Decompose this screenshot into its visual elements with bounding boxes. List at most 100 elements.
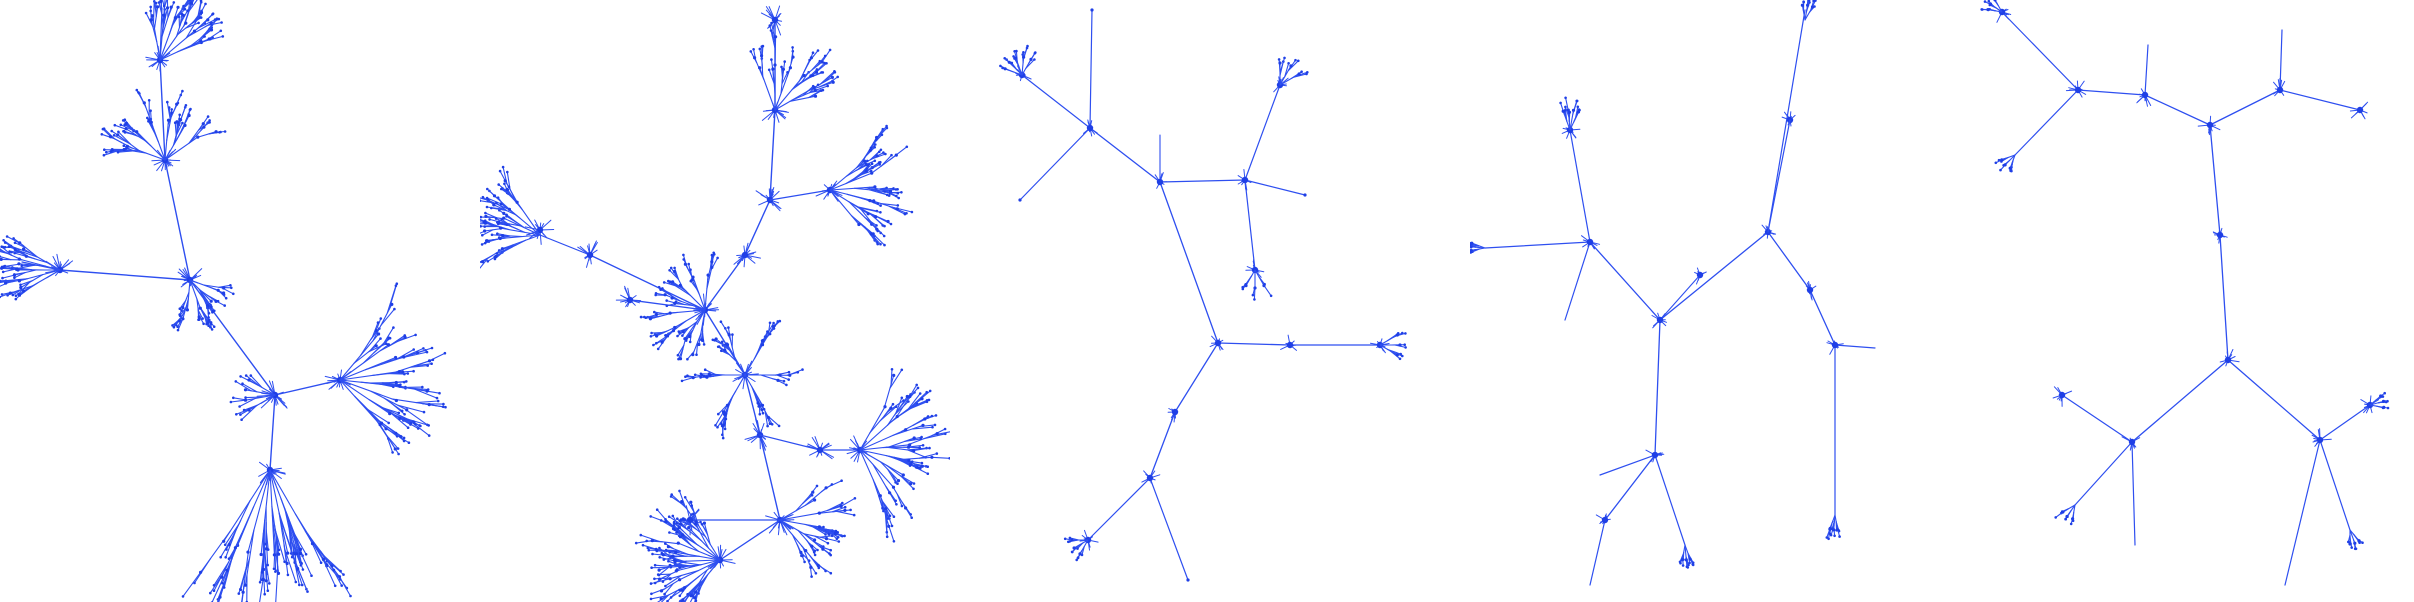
tree-node	[214, 130, 218, 134]
tree-node	[1679, 561, 1682, 565]
tree-node	[686, 516, 694, 524]
tree-edge	[204, 299, 212, 308]
tree-node	[688, 334, 692, 339]
tree-node	[0, 257, 3, 261]
tree-edge	[2014, 89, 2079, 156]
tree-node	[398, 384, 402, 388]
tree-edge	[867, 143, 876, 155]
tree-edge	[202, 35, 224, 43]
tree-edge	[811, 60, 821, 71]
tree-node	[209, 321, 213, 325]
tree-node	[426, 364, 430, 367]
tree-edge	[1089, 127, 1161, 183]
tree-edge	[669, 269, 679, 280]
tree-node	[207, 312, 211, 315]
tree-node	[883, 405, 887, 409]
tree-node	[2206, 121, 2214, 129]
tree-node	[723, 348, 727, 352]
tree-edge	[1073, 539, 1089, 549]
tree-node	[218, 131, 221, 134]
tree-node	[173, 16, 177, 20]
tree-edge	[761, 45, 764, 61]
tree-edge	[1292, 73, 1308, 78]
tree-node	[816, 83, 820, 87]
tree-edge	[414, 363, 433, 367]
tree-node	[172, 1, 176, 4]
tree-edge	[415, 400, 439, 404]
tree-edge	[907, 392, 921, 411]
tree-edge	[383, 327, 394, 344]
tree-node	[830, 75, 834, 79]
tree-node	[1012, 55, 1015, 58]
tree-node	[725, 343, 730, 347]
tree-edge	[203, 312, 208, 325]
tree-node	[409, 421, 413, 425]
tree-edge	[1599, 454, 1656, 476]
tree-node	[1825, 536, 1829, 539]
tree-edge	[484, 220, 497, 227]
tree-node	[212, 325, 216, 329]
tree-node	[684, 375, 687, 379]
tree-node	[678, 489, 681, 493]
tree-node	[2003, 163, 2007, 167]
tree-node	[650, 539, 654, 543]
tree-edge	[147, 120, 155, 134]
tree-edge	[884, 506, 893, 527]
tree-node	[770, 21, 773, 25]
tree-node	[720, 340, 724, 344]
tree-node	[930, 414, 934, 418]
tree-edge	[686, 350, 695, 360]
tree-edge	[1149, 411, 1176, 479]
tree-node	[769, 29, 773, 32]
tree-edge	[247, 469, 271, 553]
tree-node	[933, 423, 937, 427]
tree-node	[768, 422, 772, 426]
tree-node	[653, 563, 657, 567]
tree-edge	[684, 329, 694, 340]
tree-node	[879, 211, 882, 214]
tree-node	[103, 148, 106, 151]
tree-node	[912, 487, 915, 491]
tree-edge	[264, 559, 269, 592]
tree-node	[891, 402, 895, 406]
tree-node	[841, 501, 844, 505]
tree-node	[843, 508, 847, 512]
tree-edge	[1087, 477, 1151, 541]
tree-edge	[824, 71, 836, 83]
tree-node	[8, 250, 11, 253]
tree-node	[749, 50, 753, 53]
tree-node	[393, 307, 396, 311]
tree-node	[394, 380, 398, 385]
tree-node	[2074, 86, 2082, 94]
tree-node	[700, 338, 705, 342]
tree-node	[1171, 408, 1179, 416]
tree-edge	[2, 268, 16, 273]
tree-node	[878, 150, 881, 154]
tree-node	[873, 159, 877, 163]
tree-node	[694, 520, 698, 524]
tree-edge	[1387, 348, 1402, 355]
tree-node	[494, 217, 498, 220]
tree-node	[497, 183, 500, 186]
tree-node	[717, 412, 720, 416]
tree-node	[162, 4, 166, 8]
tree-node	[674, 550, 678, 554]
tree-edge	[1025, 58, 1035, 69]
tree-node	[921, 423, 925, 427]
tree-node	[485, 196, 489, 200]
tree-edge	[486, 197, 503, 205]
tree-node	[1214, 339, 1222, 347]
tree-edge	[695, 521, 721, 561]
tree-node	[904, 428, 908, 432]
tree-edge	[293, 542, 304, 571]
tree-edge	[675, 301, 685, 306]
tree-node	[1981, 8, 1984, 11]
tree-node	[682, 253, 685, 257]
tree-node	[710, 253, 714, 257]
tree-node	[125, 144, 129, 148]
tree-edge	[656, 509, 671, 526]
tree-node	[2383, 391, 2386, 395]
tree-node	[2379, 394, 2383, 398]
tree-edge	[886, 521, 895, 542]
tree-edge	[839, 497, 856, 508]
